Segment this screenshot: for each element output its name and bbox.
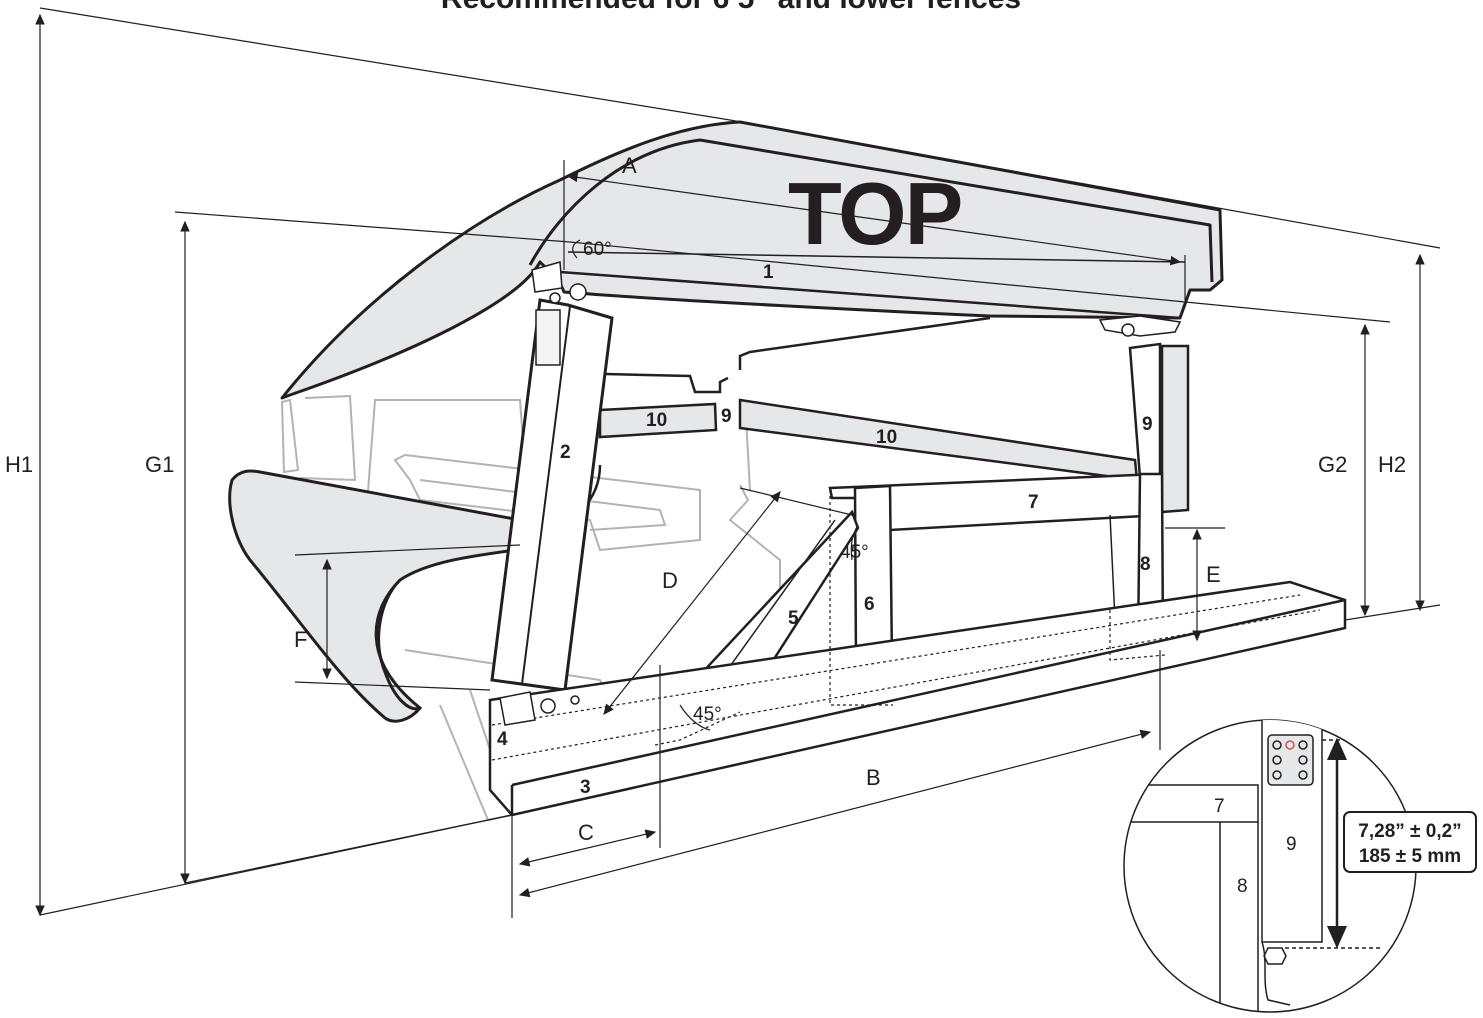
part-label-10-right: 10 xyxy=(876,427,897,448)
spec-box xyxy=(1343,811,1477,873)
angle-label-45-top: 45° xyxy=(840,542,869,563)
detail-part-9: 9 xyxy=(1286,834,1297,855)
diagram-title: Recommended for 6’5” and lower fences xyxy=(441,0,1021,15)
post-2 xyxy=(490,298,614,692)
dim-label-g2: G2 xyxy=(1318,452,1347,477)
dim-label-h2: H2 xyxy=(1378,452,1406,477)
detail-inset: 7 8 9 7,28” ± 0,2” 185 ± 5 mm xyxy=(1123,719,1477,1013)
detail-part-7: 7 xyxy=(1214,796,1225,817)
dimension-labels: A B C D E F G1 G2 H1 H2 xyxy=(5,153,1406,845)
dim-label-e: E xyxy=(1206,562,1221,587)
posts-9-right xyxy=(1128,342,1190,514)
dim-label-g1: G1 xyxy=(145,452,174,477)
part-label-9-left: 9 xyxy=(721,406,732,427)
part-label-3: 3 xyxy=(580,777,591,798)
spec-metric: 185 ± 5 mm xyxy=(1359,846,1461,867)
angle-label-60: 60° xyxy=(583,239,612,260)
detail-part-8: 8 xyxy=(1237,876,1248,897)
hinge-top-left xyxy=(531,261,587,304)
dim-label-c: C xyxy=(578,820,594,845)
part-label-10-left: 10 xyxy=(646,410,667,431)
part-label-6: 6 xyxy=(864,594,875,615)
part-label-4: 4 xyxy=(497,729,508,750)
angle-arcs xyxy=(572,239,859,731)
dim-label-h1: H1 xyxy=(5,452,33,477)
part-label-1: 1 xyxy=(763,262,774,283)
spec-imperial: 7,28” ± 0,2” xyxy=(1358,821,1461,842)
dim-label-b: B xyxy=(866,765,881,790)
part-10-panels xyxy=(598,398,1139,482)
part-label-9-right: 9 xyxy=(1142,414,1153,435)
top-label: TOP xyxy=(788,164,961,263)
hinge-top-right xyxy=(1098,315,1182,337)
angle-label-45-bottom: 45° xyxy=(693,704,722,725)
dim-label-a: A xyxy=(622,153,637,178)
dimension-lines xyxy=(35,7,1441,918)
dim-label-f: F xyxy=(294,627,307,652)
part-label-2: 2 xyxy=(560,442,571,463)
part-labels: 1 2 3 4 5 6 7 8 9 9 10 10 xyxy=(497,262,1153,798)
dim-label-d: D xyxy=(662,568,678,593)
post-6 xyxy=(853,484,894,667)
angle-labels: 60° 45° 45° xyxy=(583,239,869,725)
part-label-5: 5 xyxy=(788,608,799,629)
hinge-bottom-left xyxy=(499,691,580,726)
part-label-8: 8 xyxy=(1140,554,1151,575)
part-label-7: 7 xyxy=(1028,492,1039,513)
